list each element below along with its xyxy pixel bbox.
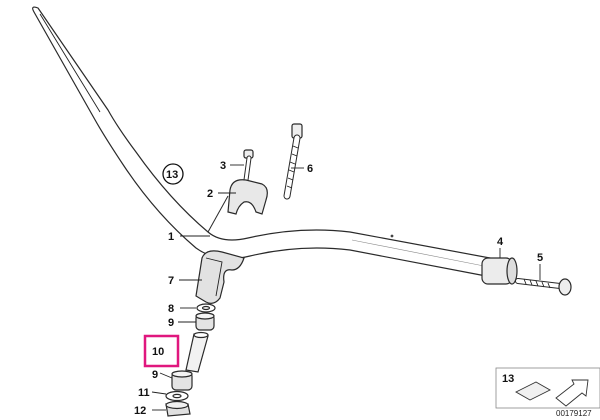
part-label-3[interactable]: 3 [220,160,226,172]
part-labels: 1 2 3 4 5 6 7 8 9 9 11 12 [134,160,543,417]
upper-washer[interactable] [196,303,216,313]
part-label-13: 13 [166,169,178,181]
part-label-4[interactable]: 4 [497,236,504,248]
part-label-12[interactable]: 12 [134,405,146,417]
reference-code: 00179127 [556,409,592,418]
upper-rubber-bushing[interactable] [195,312,215,331]
bar-end-weight[interactable] [481,257,518,285]
part-label-8[interactable]: 8 [168,303,174,315]
upper-clamp[interactable] [227,179,268,215]
legend-box: 13 00179127 [495,367,600,418]
lower-clamp-riser[interactable] [195,250,245,304]
spacer-sleeve[interactable] [185,331,209,373]
clamp-bolt-short[interactable] [243,149,254,183]
part-label-10[interactable]: 10 [152,346,164,358]
part-label-6[interactable]: 6 [307,163,313,175]
arrow-icon [555,379,589,407]
clamp-bolt-long[interactable] [283,123,303,200]
part-label-9-lower[interactable]: 9 [152,369,158,381]
bar-end-screw[interactable] [515,278,572,296]
hex-nut[interactable] [165,400,191,417]
part-13-callout[interactable]: 13 [162,163,184,185]
part-label-1[interactable]: 1 [168,231,174,243]
part-label-5[interactable]: 5 [537,252,543,264]
handlebar-tube[interactable] [32,6,491,277]
legend-label-13: 13 [502,373,514,385]
leader-lines [151,164,541,411]
lower-rubber-bushing[interactable] [171,370,193,391]
part-label-11[interactable]: 11 [138,387,150,399]
highlighted-part-10[interactable]: 10 [143,334,180,368]
part-label-7[interactable]: 7 [168,275,174,287]
lower-washer[interactable] [165,390,189,402]
grip-pad-icon [515,381,551,401]
part-label-2[interactable]: 2 [207,188,213,200]
part-label-9-upper[interactable]: 9 [168,317,174,329]
